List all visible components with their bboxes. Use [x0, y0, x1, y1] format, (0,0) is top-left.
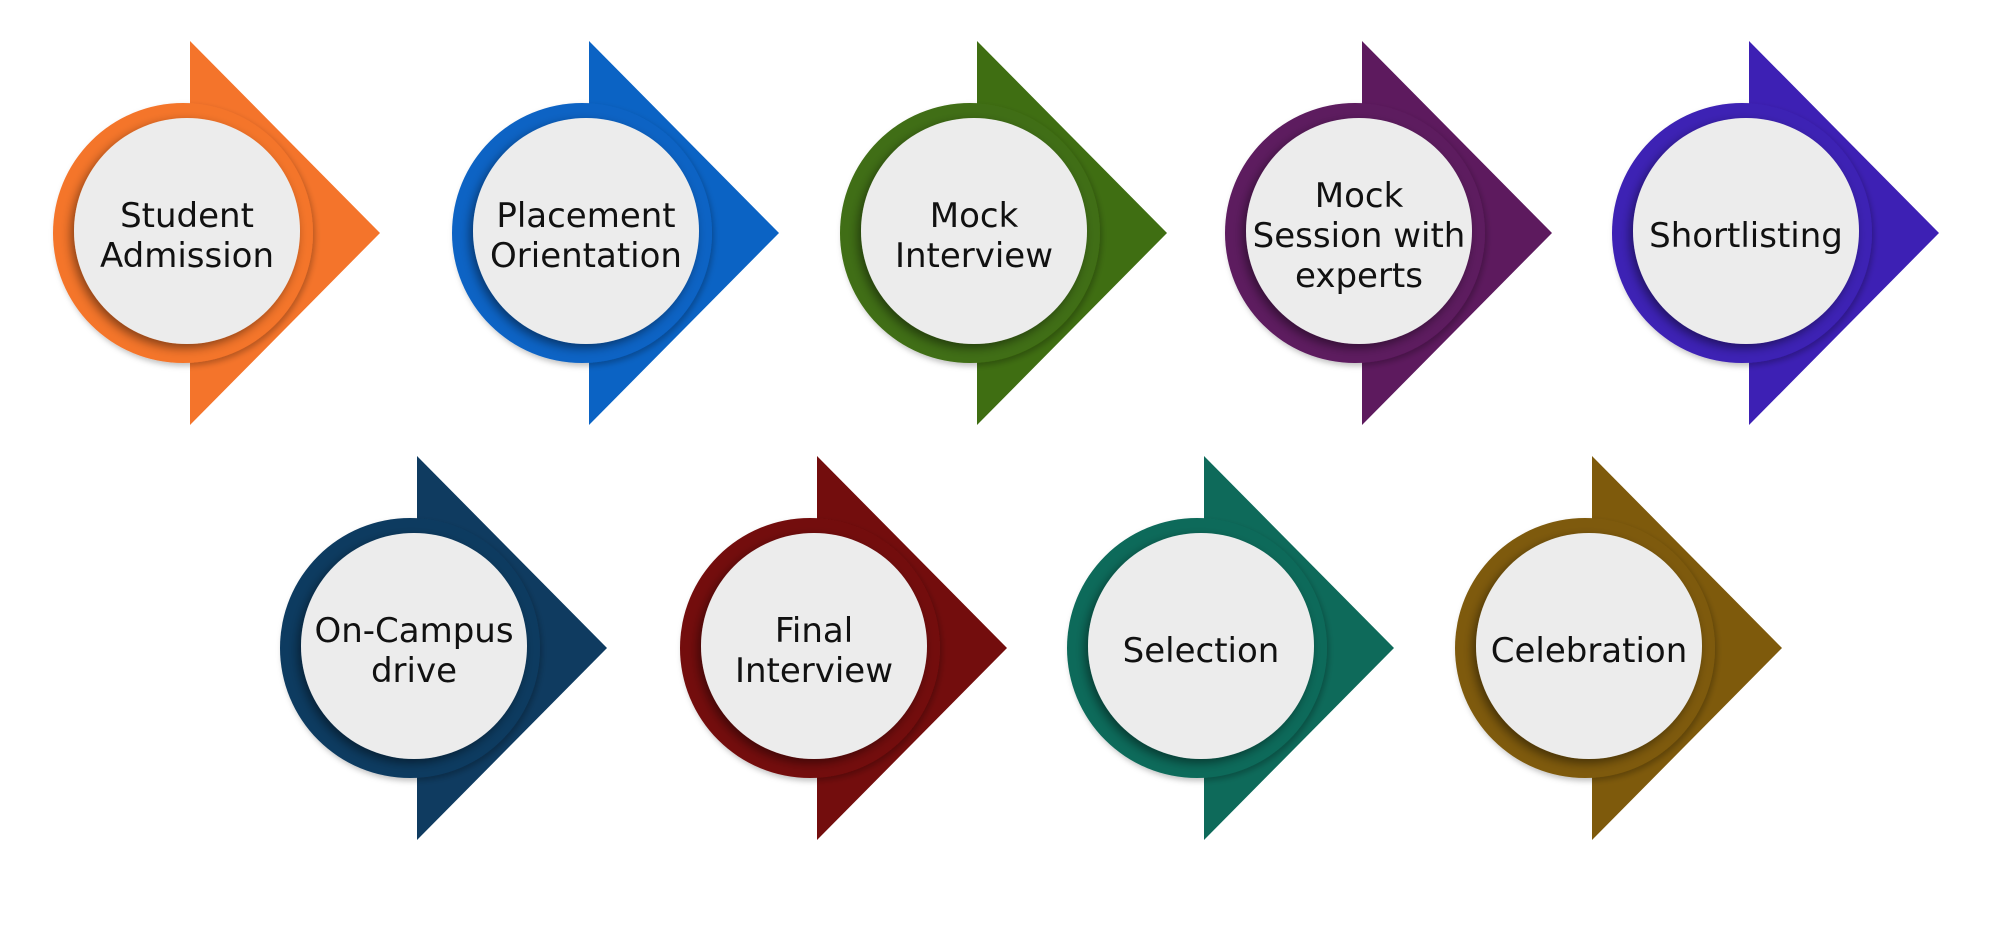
step-label-line: Celebration: [1491, 631, 1688, 671]
step-disc: [861, 118, 1087, 344]
step-label-line: Mock: [930, 196, 1019, 236]
step-disc: [74, 118, 300, 344]
step-label-line: Mock: [1315, 176, 1404, 216]
step-label-line: experts: [1295, 256, 1423, 296]
step-label-line: Interview: [735, 651, 893, 691]
step-5: Shortlisting: [1612, 41, 1939, 425]
step-label-line: On-Campus: [314, 611, 513, 651]
step-disc: [1088, 533, 1314, 759]
step-label-line: Admission: [100, 236, 274, 276]
step-label-line: Session with: [1253, 216, 1466, 256]
step-disc: [701, 533, 927, 759]
step-disc: [1633, 118, 1859, 344]
step-label-line: Placement: [496, 196, 675, 236]
step-9: Celebration: [1455, 456, 1782, 840]
step-disc: [1476, 533, 1702, 759]
step-disc: [301, 533, 527, 759]
step-label-line: Final: [775, 611, 853, 651]
step-8: Selection: [1067, 456, 1394, 840]
step-label-line: Orientation: [490, 236, 682, 276]
step-disc: [473, 118, 699, 344]
step-label-line: Shortlisting: [1649, 216, 1843, 256]
step-label-line: Student: [120, 196, 254, 236]
step-disc: [1246, 118, 1472, 344]
step-label-line: Interview: [895, 236, 1053, 276]
step-label-line: drive: [371, 651, 457, 691]
step-label-line: Selection: [1123, 631, 1280, 671]
